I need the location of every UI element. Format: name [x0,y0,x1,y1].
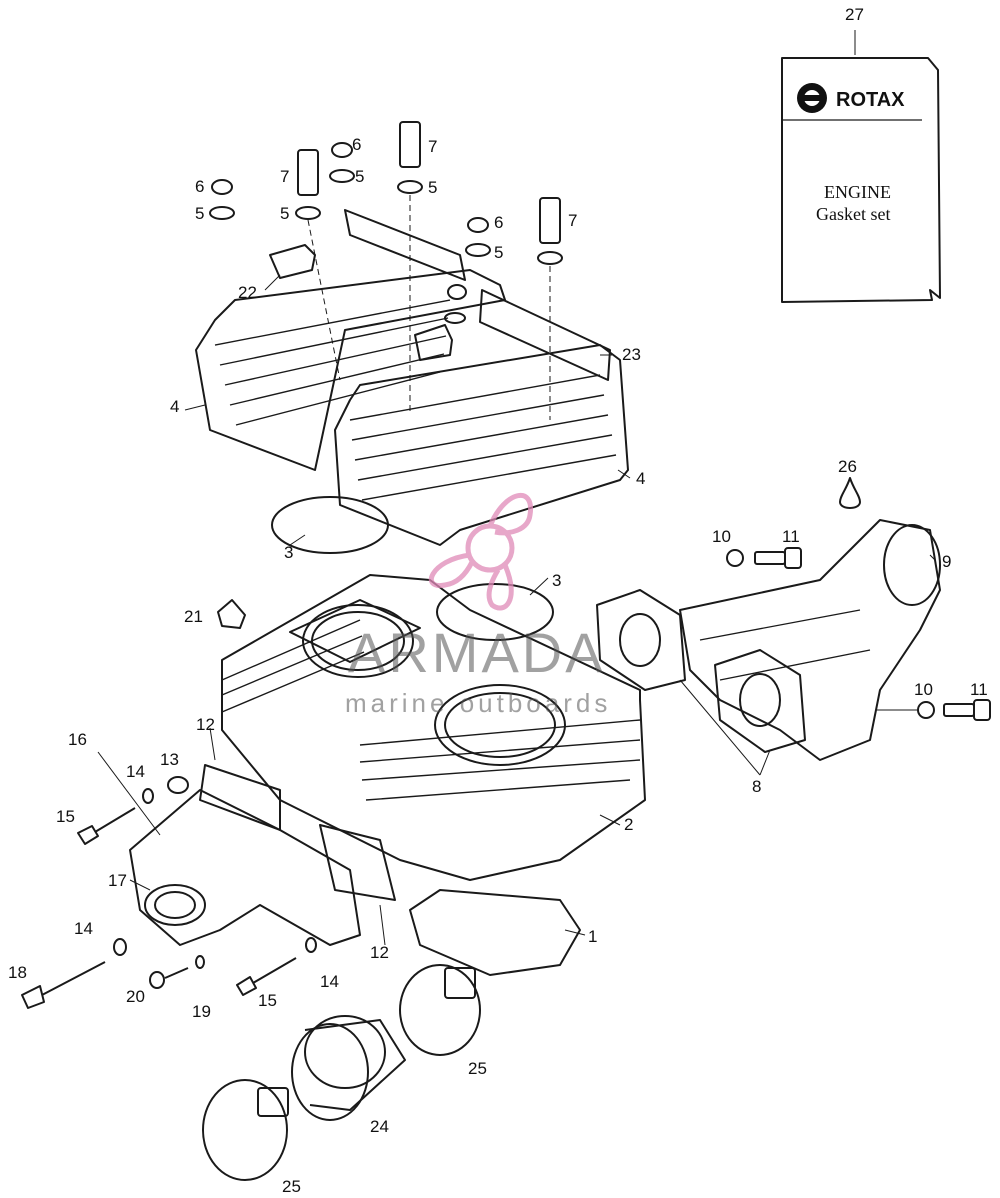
leader-lines [97,274,936,946]
kit-title: ENGINE [824,182,891,202]
armada-watermark: ARMADA marine outboards [345,493,611,718]
callout-21: 21 [184,607,203,626]
intake-bolts [21,788,317,1009]
base-gasket [409,889,581,976]
callout-15: 15 [56,807,75,826]
callout-5: 5 [428,178,437,197]
kit-subtitle: Gasket set [816,204,890,224]
callout-10: 10 [712,527,731,546]
callout-12: 12 [370,943,389,962]
gasket-set-box: ROTAX ENGINE Gasket set [781,30,941,303]
callout-labels: 27 6 7 7 5 5 6 5 5 6 7 5 22 23 4 4 26 10… [8,5,988,1196]
callout-24: 24 [370,1117,389,1136]
callout-11: 11 [782,527,800,546]
callout-7: 7 [280,167,289,186]
callout-22: 22 [238,283,257,302]
callout-12: 12 [196,715,215,734]
callout-11: 11 [970,680,988,699]
exhaust-fasteners [726,547,991,721]
callout-25: 25 [282,1177,301,1196]
callout-2: 2 [624,815,633,834]
callout-8: 8 [752,777,761,796]
bracket-21 [217,599,246,629]
callout-15: 15 [258,991,277,1010]
callout-14: 14 [126,762,145,781]
callout-7: 7 [568,211,577,230]
head-gasket-right [436,583,554,641]
callout-18: 18 [8,963,27,982]
callout-13: 13 [160,750,179,769]
hose-clamp-upper [399,964,481,1056]
watermark-tagline: marine outboards [345,688,611,718]
callout-4: 4 [170,397,179,416]
watermark-brand: ARMADA [348,621,606,684]
exhaust-manifold [679,519,941,761]
callout-6: 6 [494,213,503,232]
callout-7: 7 [428,137,437,156]
kit-brand: ROTAX [836,89,905,111]
callout-5: 5 [280,204,289,223]
callout-5: 5 [195,204,204,223]
propeller-logo-icon [428,493,533,611]
callout-6: 6 [195,177,204,196]
callout-17: 17 [108,871,127,890]
callout-14: 14 [320,972,339,991]
callout-20: 20 [126,987,145,1006]
cylinder-head-right [334,344,629,546]
rubber-sleeve [291,1015,406,1121]
hardware-stack [209,121,563,420]
callout-25: 25 [468,1059,487,1078]
callout-5: 5 [494,243,503,262]
callout-19: 19 [192,1002,211,1021]
callout-27: 27 [845,5,864,24]
callout-16: 16 [68,730,87,749]
callout-9: 9 [942,552,951,571]
intake-manifold [129,764,396,946]
callout-10: 10 [914,680,933,699]
callout-3: 3 [284,543,293,562]
callout-6: 6 [352,135,361,154]
callout-4: 4 [636,469,645,488]
head-gasket-left [271,496,389,554]
spacer-strip-23 [414,289,611,381]
exhaust-gaskets [596,589,806,753]
callout-26: 26 [838,457,857,476]
hose-clamp-lower [202,1079,289,1181]
callout-23: 23 [622,345,641,364]
callout-5: 5 [355,167,364,186]
callout-1: 1 [588,927,597,946]
callout-14: 14 [74,919,93,938]
rotax-logo-icon [797,83,827,113]
sealant-drop-icon [839,477,861,509]
spacer-strip-22 [269,209,466,281]
callout-3: 3 [552,571,561,590]
